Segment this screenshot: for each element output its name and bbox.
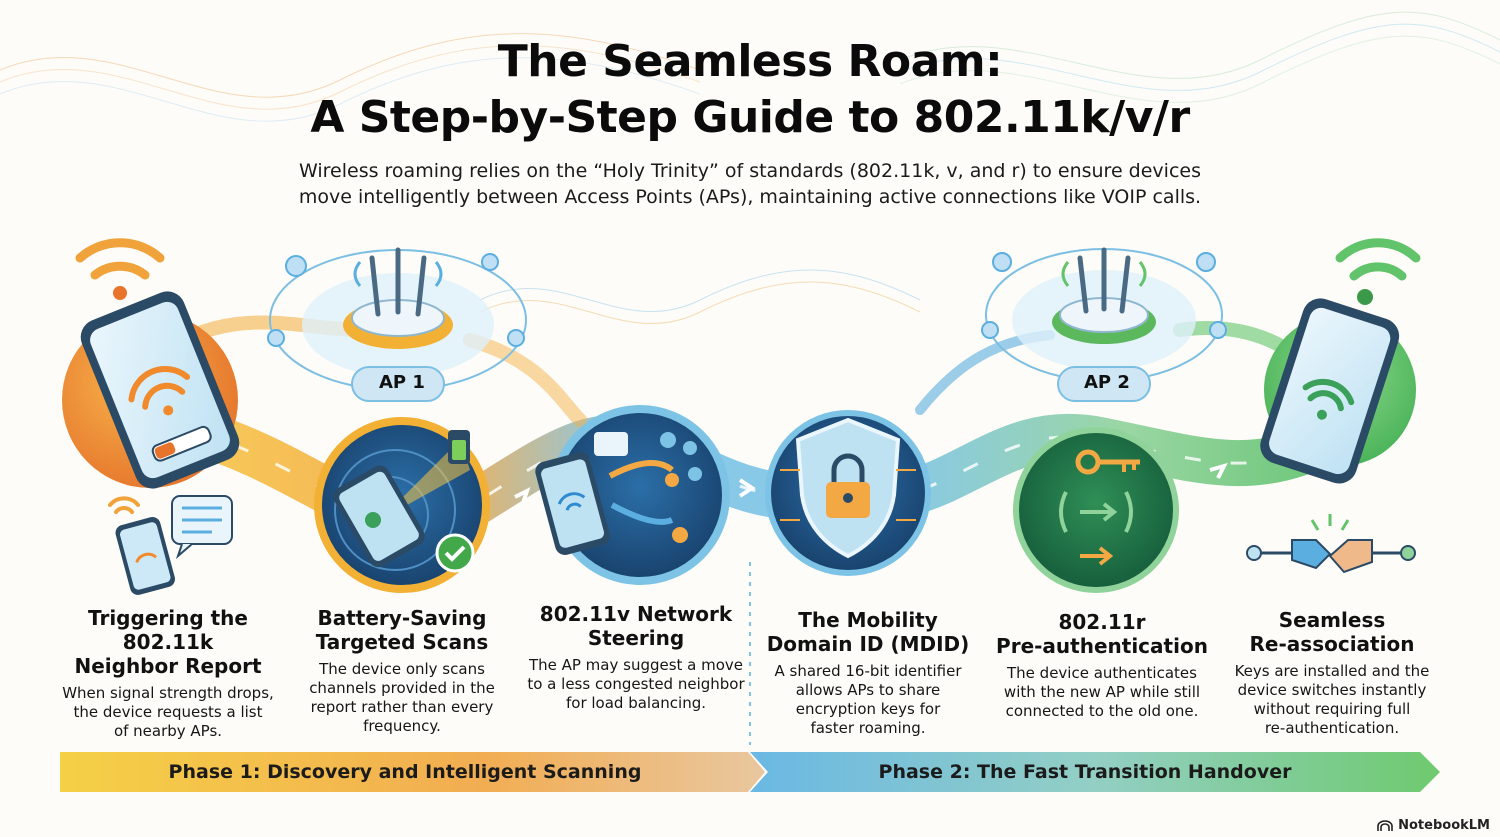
step-1-title: Triggering the 802.11k <box>88 606 248 654</box>
step-2-desc-4: frequency. <box>363 717 441 735</box>
step2-radar-graphic <box>314 417 490 593</box>
step-3-title-2: Steering <box>587 626 685 650</box>
step-6-title: Seamless <box>1278 608 1386 632</box>
step-3-desc-2: to a less congested neighbor <box>527 675 745 693</box>
step1-phone-graphic <box>62 238 240 489</box>
step1-small-phone-graphic <box>108 495 233 595</box>
phase2-ribbon <box>750 752 1440 792</box>
handshake-graphic <box>1246 514 1416 574</box>
step-5-desc-3: connected to the old one. <box>1005 702 1199 720</box>
step4-shield-graphic <box>765 410 931 576</box>
ap2-router-graphic <box>981 247 1227 402</box>
step-1-desc-2: the device requests a list <box>73 703 263 721</box>
step-6-desc-2: device switches instantly <box>1237 681 1427 699</box>
step-5-desc-2: with the new AP while still <box>1003 683 1201 701</box>
subtitle-line-1: Wireless roaming relies on the “Holy Tri… <box>299 160 1201 182</box>
brand-badge: NotebookLM <box>1377 818 1490 833</box>
step-6-desc-3: without requiring full <box>1253 700 1411 718</box>
phase1-ribbon <box>60 752 765 792</box>
step-4-desc-3: encryption keys for <box>795 700 941 718</box>
ap2-label: AP 2 <box>1084 372 1130 393</box>
notebooklm-logo-icon <box>1377 819 1393 831</box>
step-6-desc-4: re-authentication. <box>1264 719 1400 737</box>
ap1-label: AP 1 <box>379 372 425 393</box>
step-5-title: 802.11r <box>1058 610 1146 634</box>
step-5-desc-1: The device authenticates <box>1007 664 1197 682</box>
step-5-title-2: Pre-authentication <box>996 634 1208 658</box>
step-4-title-2: Domain ID (MDID) <box>766 632 970 656</box>
step-1-desc-3: of nearby APs. <box>113 722 223 740</box>
step6-phone-graphic <box>1260 238 1421 484</box>
step-2-desc-2: channels provided in the <box>309 679 495 697</box>
subtitle-line-2: move intelligently between Access Points… <box>298 186 1202 208</box>
ap1-router-graphic <box>267 247 527 402</box>
step3-steering-graphic <box>535 405 730 585</box>
step-6-title-2: Re-association <box>1249 632 1415 656</box>
title-line-1: The Seamless Roam: <box>497 36 1003 87</box>
step-2-title: Battery-Saving <box>317 606 487 630</box>
title-line-2: A Step-by-Step Guide to 802.11k/v/r <box>310 92 1190 143</box>
step-4-desc-2: allows APs to share <box>795 681 941 699</box>
step-2-desc-3: report rather than every <box>310 698 494 716</box>
phase-1-label: Phase 1: Discovery and Intelligent Scann… <box>168 761 642 783</box>
step-2-title-2: Targeted Scans <box>315 630 489 654</box>
step-4-desc-1: A shared 16-bit identifier <box>774 662 962 680</box>
step-3-desc-1: The AP may suggest a move <box>528 656 744 674</box>
step-1-title-2: Neighbor Report <box>74 654 262 678</box>
step5-preauth-graphic <box>1013 427 1179 593</box>
step-1-desc-1: When signal strength drops, <box>62 684 274 702</box>
step-3-desc-3: for load balancing. <box>565 694 706 712</box>
step-6-desc-1: Keys are installed and the <box>1234 662 1430 680</box>
step-2-desc-1: The device only scans <box>319 660 485 678</box>
phase-2-label: Phase 2: The Fast Transition Handover <box>878 761 1292 783</box>
brand-label: NotebookLM <box>1398 818 1490 833</box>
decorative-waves <box>0 11 1500 324</box>
step-4-title: The Mobility <box>798 608 938 632</box>
step-3-title: 802.11v Network <box>539 602 733 626</box>
step-4-desc-4: faster roaming. <box>810 719 926 737</box>
